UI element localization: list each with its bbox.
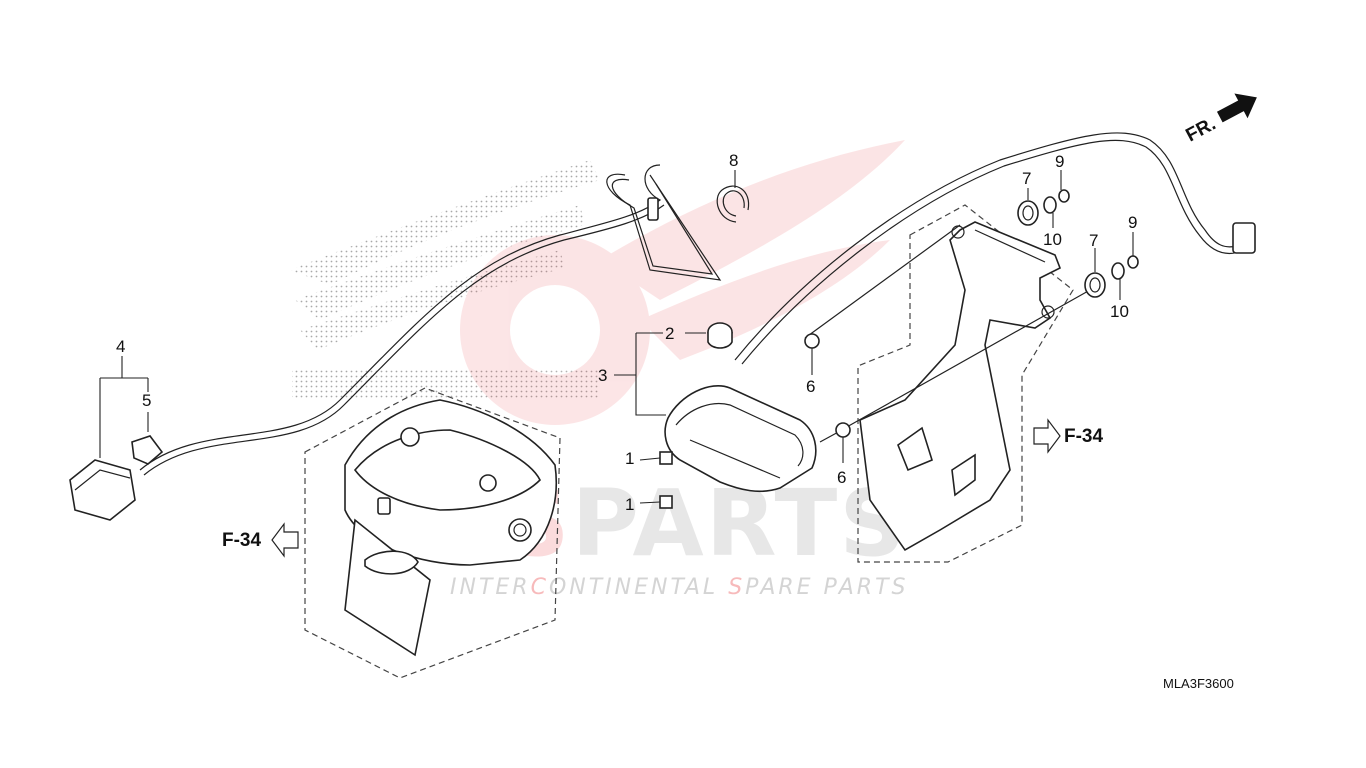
watermark-tagline: INTERCONTINENTAL SPARE PARTS: [450, 575, 908, 600]
watermark-tagline-part: S: [728, 575, 745, 600]
figure-code: MLA3F3600: [1163, 676, 1234, 691]
bolt-6b: [835, 422, 851, 438]
right-harness: [734, 132, 1256, 365]
callout-6b: 6: [837, 468, 846, 487]
callout-3: 3: [598, 366, 607, 385]
rear-cowl-housing: [344, 399, 558, 657]
watermark-tagline-part: INTER: [450, 575, 531, 600]
tail-light-assembly: [659, 385, 843, 509]
callout-2: 2: [665, 324, 674, 343]
callouts: 4 5 2 3 1 1 8 6 6 7 9 10 7 9 10: [116, 151, 1137, 514]
leader-lines: [99, 170, 1134, 504]
wire-harness: [139, 164, 722, 476]
callout-1a: 1: [625, 449, 634, 468]
figure-ref-left-label: F-34: [222, 530, 262, 551]
collar: [707, 322, 733, 349]
callout-10a: 10: [1043, 230, 1062, 249]
nut-9b: [1127, 255, 1139, 269]
callout-10b: 10: [1110, 302, 1129, 321]
rear-cowl-assembly-box: [304, 387, 561, 679]
callout-4: 4: [116, 337, 125, 356]
arrow-right-icon: [1033, 418, 1061, 454]
callout-7b: 7: [1089, 231, 1098, 250]
callout-7a: 7: [1022, 169, 1031, 188]
wing-logo-watermark: [290, 160, 600, 400]
callout-5: 5: [142, 391, 151, 410]
figure-reference-left[interactable]: F-34: [222, 522, 299, 558]
grommet-7b: [1084, 272, 1106, 298]
washer-10b: [1111, 262, 1125, 280]
nut-9a: [1058, 189, 1070, 203]
figure-reference-right[interactable]: F-34: [1033, 418, 1104, 454]
gear-logo-watermark: [460, 140, 905, 425]
washer-10a: [1043, 196, 1057, 214]
grommet-7a: [1017, 200, 1039, 226]
arrow-left-icon: [271, 522, 299, 558]
arrow-forward-icon: [1216, 93, 1257, 123]
front-direction-indicator: FR.: [1182, 93, 1257, 147]
callout-8: 8: [729, 151, 738, 170]
bolt-6a: [804, 333, 820, 349]
license-bracket: [804, 221, 1091, 552]
callout-9a: 9: [1055, 152, 1064, 171]
watermark-tagline-part: PARE PARTS: [745, 575, 908, 600]
callout-1b: 1: [625, 495, 634, 514]
callout-9b: 9: [1128, 213, 1137, 232]
figure-ref-right-label: F-34: [1064, 426, 1104, 447]
watermark-tagline-part: ONTINENTAL: [549, 575, 728, 600]
direction-label: FR.: [1182, 114, 1219, 147]
hardware: [804, 189, 1139, 438]
callout-6a: 6: [806, 377, 815, 396]
coupler-connector: [69, 435, 164, 521]
harness-clip-ring: [716, 185, 750, 223]
watermark-tagline-part: C: [531, 575, 549, 600]
watermark: KSPARTS INTERCONTINENTAL SPARE PARTS: [290, 140, 908, 600]
